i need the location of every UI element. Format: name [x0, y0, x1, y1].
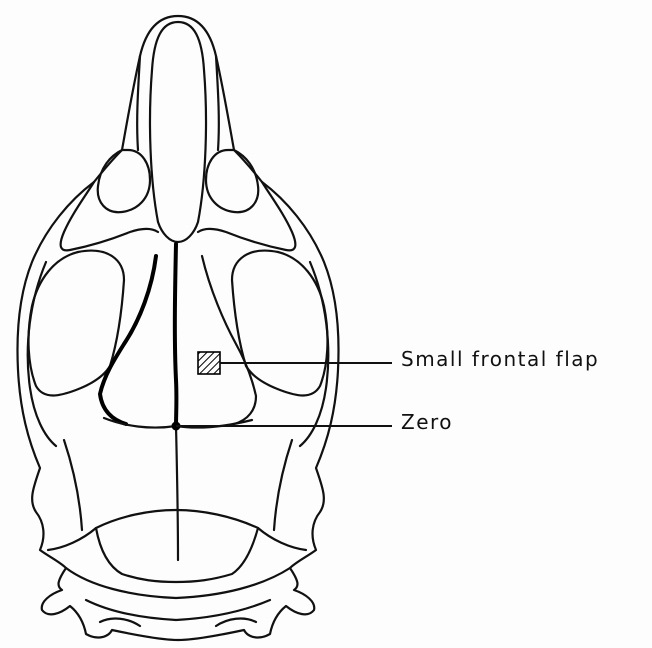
frontal-contour-right [198, 182, 295, 250]
small-frontal-flap-marker [198, 352, 220, 374]
nasal-bone [150, 22, 206, 242]
left-temporal-ridge [100, 256, 156, 424]
lambdoid-suture-right [258, 528, 306, 550]
condyle-right [216, 619, 256, 626]
parietal-right [274, 440, 292, 530]
lambdoid-suture-left [48, 528, 96, 550]
occipital-lower [86, 600, 270, 620]
frontal-contour-left [61, 182, 158, 250]
condyle-left [100, 619, 140, 626]
sagittal-suture-lower [176, 426, 178, 560]
right-zygomatic-notch [206, 150, 258, 212]
left-zygomatic-notch [98, 150, 150, 212]
sagittal-suture [175, 244, 177, 426]
right-zygomatic-arch [300, 262, 328, 446]
label-small-frontal-flap: Small frontal flap [401, 349, 599, 369]
right-temporal-ridge [202, 256, 256, 424]
left-zygomatic-arch [28, 262, 56, 446]
label-zero: Zero [401, 412, 453, 432]
parietal-left [64, 440, 82, 530]
